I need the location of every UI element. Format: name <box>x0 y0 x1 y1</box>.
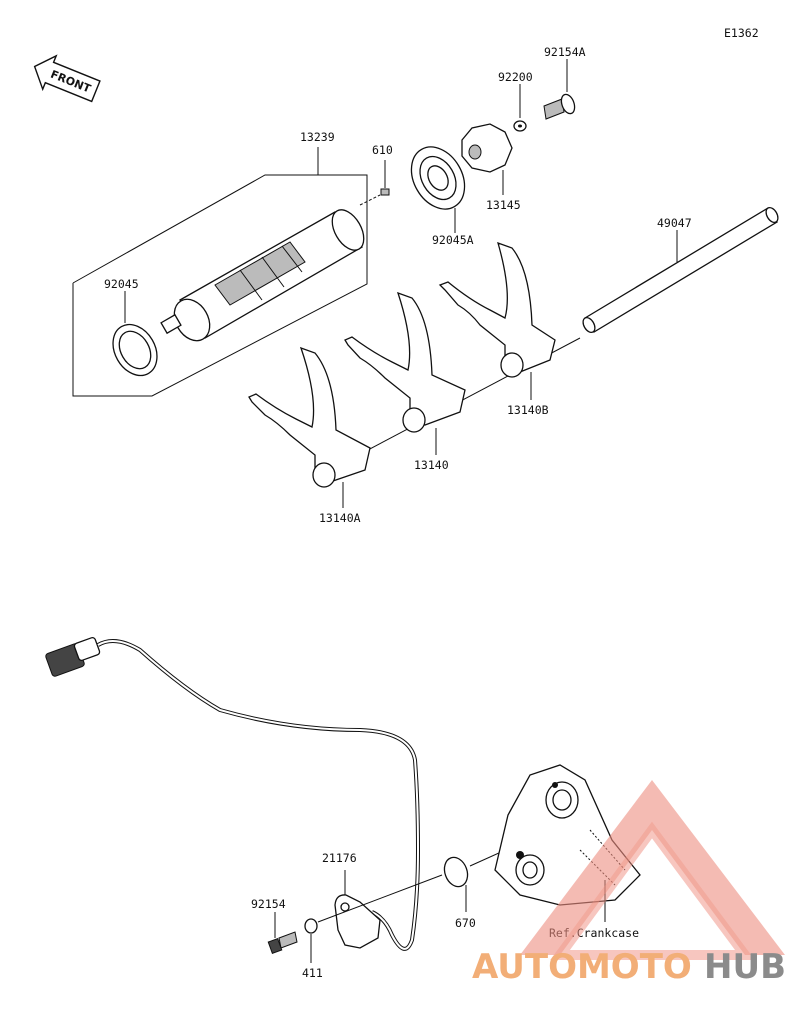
shift-rod-49047: 49047 <box>582 206 779 334</box>
washer-411: 411 <box>302 918 323 980</box>
shift-drum <box>160 209 365 342</box>
label-92045: 92045 <box>104 277 139 291</box>
label-92154A: 92154A <box>544 45 586 59</box>
label-21176: 21176 <box>322 851 357 865</box>
label-610: 610 <box>372 143 393 157</box>
label-13140B: 13140B <box>507 403 549 417</box>
front-arrow-icon: FRONT <box>33 54 101 103</box>
label-49047: 49047 <box>657 216 692 230</box>
label-411: 411 <box>302 966 323 980</box>
gear-position-sensor-21176: 21176 <box>322 851 381 949</box>
diagram-id: E1362 <box>724 26 759 40</box>
watermark-logo: AUTOMOTO HUB <box>472 780 786 987</box>
watermark-text-1: AUTOMOTO <box>472 947 692 987</box>
shift-fork-13140: 13140 <box>344 291 466 472</box>
label-92200: 92200 <box>498 70 533 84</box>
bearing-92045: 92045 <box>104 277 158 377</box>
bearing-92045A: 92045A <box>410 146 474 247</box>
label-13140: 13140 <box>414 458 449 472</box>
washer-92200: 92200 <box>498 70 533 132</box>
label-92154: 92154 <box>251 897 286 911</box>
label-13145: 13145 <box>486 198 521 212</box>
label-13239: 13239 <box>300 130 335 144</box>
shift-fork-13140A: 13140A <box>248 346 371 525</box>
bolt-92154A: 92154A <box>543 45 586 120</box>
label-13140A: 13140A <box>319 511 361 525</box>
watermark-text-2: HUB <box>704 947 786 987</box>
sensor-connector <box>45 636 101 677</box>
o-ring-670: 670 <box>443 856 476 930</box>
label-670: 670 <box>455 916 476 930</box>
shift-fork-13140B: 13140B <box>438 241 556 417</box>
pin-610: 610 <box>359 143 393 206</box>
shift-drum-assembly-callout: 13239 <box>72 130 368 397</box>
label-92045A: 92045A <box>432 233 474 247</box>
bolt-92154: 92154 <box>251 897 298 954</box>
mount-axis-line <box>317 874 443 923</box>
cam-plate-13145: 13145 <box>461 123 521 212</box>
